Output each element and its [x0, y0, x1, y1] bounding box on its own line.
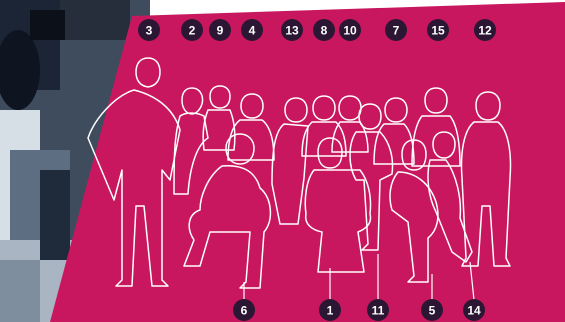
svg-text:1: 1: [327, 304, 334, 318]
svg-text:6: 6: [241, 304, 248, 318]
svg-text:11: 11: [372, 304, 385, 318]
svg-text:8: 8: [321, 24, 328, 38]
svg-text:10: 10: [343, 24, 357, 38]
badge-11: 11: [367, 299, 389, 321]
badge-15: 15: [427, 19, 449, 41]
svg-text:13: 13: [285, 24, 299, 38]
badge-3: 3: [138, 19, 160, 41]
svg-text:5: 5: [429, 304, 436, 318]
badge-9: 9: [209, 19, 231, 41]
badge-12: 12: [474, 19, 496, 41]
badge-4: 4: [241, 19, 263, 41]
badge-1: 1: [319, 299, 341, 321]
badge-13: 13: [281, 19, 303, 41]
badge-2: 2: [181, 19, 203, 41]
badge-6: 6: [233, 299, 255, 321]
svg-text:12: 12: [478, 24, 492, 38]
badge-14: 14: [463, 299, 485, 321]
svg-text:15: 15: [431, 24, 445, 38]
svg-text:4: 4: [249, 24, 256, 38]
top-badges: 3 2 9 4 13 8 10 7 15 12: [138, 19, 496, 41]
svg-text:3: 3: [146, 24, 153, 38]
magenta-panel: [50, 2, 565, 322]
badge-10: 10: [339, 19, 361, 41]
svg-text:2: 2: [189, 24, 196, 38]
svg-text:9: 9: [217, 24, 224, 38]
badge-5: 5: [421, 299, 443, 321]
svg-text:14: 14: [467, 304, 481, 318]
badge-8: 8: [313, 19, 335, 41]
badge-7: 7: [385, 19, 407, 41]
svg-text:7: 7: [393, 24, 400, 38]
